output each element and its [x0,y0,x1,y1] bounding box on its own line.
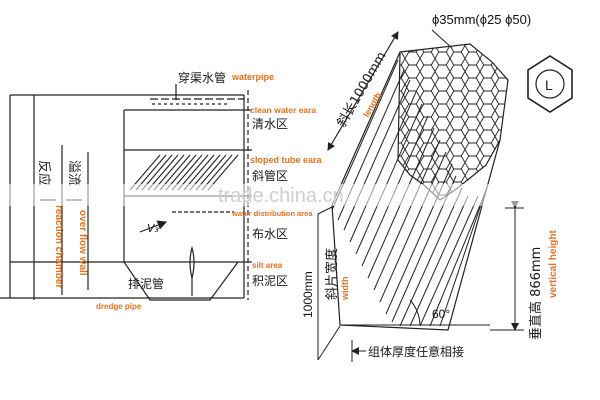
watermark: trade.china.cn [218,185,344,207]
flow-arrow [139,220,168,233]
velocity-symbol: V₃ [147,222,160,235]
tube-spec-label: ϕ35mm(ϕ25 ϕ50) [432,12,531,27]
water-distribution-label: 布水区 [252,227,288,241]
dredge-pipe-outlet [189,245,195,279]
clean-water-en-label: clean water eara [250,105,316,115]
tube-symbol: L [545,77,553,93]
width-label: 斜片宽度 [324,248,340,300]
angle-label: 60° [432,307,450,321]
dredge-pipe-en-label: dredge pipe [96,302,142,311]
sloped-tube-en-label: sloped tube eara [250,155,323,165]
clean-water-label: 清水区 [252,117,288,131]
vertical-height-label: 垂直高 866mm [528,247,544,340]
dredge-pipe-label: 排泥管 [128,276,164,291]
honeycomb-face [398,44,508,200]
water-pipe-label: 穿渠水管 [178,70,226,85]
water-pipe-en-label: waterpipe [231,72,274,82]
reaction-chamber-en-label: reaction chamber [53,205,64,288]
overflow-wall-en-label: over flow wall [77,210,88,276]
thickness-label: 组体厚度任意相接 [368,344,464,359]
vertical-height-en-label: vertical height [548,230,559,298]
hexagon-tube-icon [527,55,573,113]
width-en-label: width [340,277,350,302]
overflow-wall-label: 溢流 [66,160,81,186]
reaction-chamber-label: 反应 [36,160,52,186]
silt-label: 积泥区 [252,274,288,288]
length-label: 斜长1000mm [334,49,389,130]
sloped-tube-label: 斜管区 [252,168,288,183]
water-distribution-en-label: water distribution area [231,209,313,218]
width-dimension: 1000mm [301,271,315,318]
silt-hopper [123,261,239,301]
silt-en-label: silt area [252,261,283,270]
watermark-band [0,184,600,206]
